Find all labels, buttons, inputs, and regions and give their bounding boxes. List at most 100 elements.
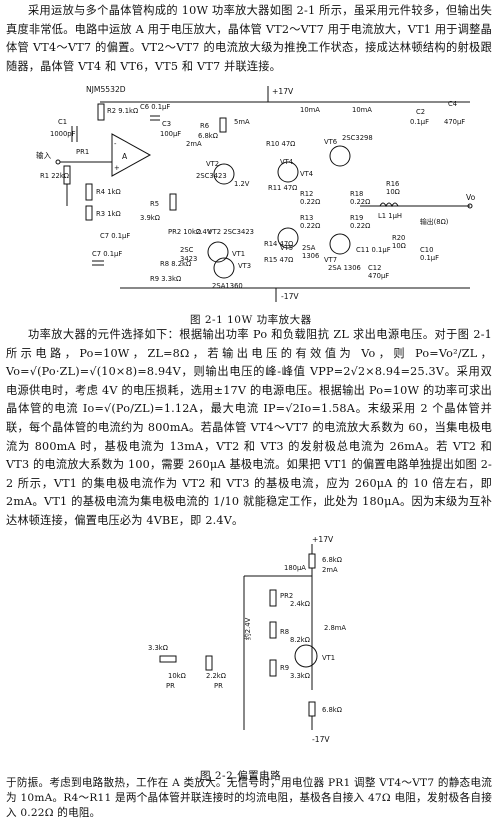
svg-text:VT2: VT2 (206, 160, 219, 168)
input-label: 输入 (36, 150, 52, 160)
svg-text:10mA: 10mA (352, 106, 372, 114)
svg-text:3.3kΩ: 3.3kΩ (148, 644, 168, 652)
svg-text:VT7: VT7 (324, 256, 337, 264)
svg-text:1306: 1306 (302, 252, 319, 260)
svg-text:2SC: 2SC (180, 246, 194, 254)
svg-text:8.2kΩ: 8.2kΩ (290, 636, 310, 644)
svg-text:2.2kΩ: 2.2kΩ (206, 672, 226, 680)
svg-text:100μF: 100μF (160, 130, 181, 138)
svg-text:+: + (114, 164, 120, 172)
svg-text:R19: R19 (350, 214, 363, 222)
svg-text:2.4V: 2.4V (196, 228, 212, 236)
svg-text:VT4: VT4 (300, 170, 313, 178)
svg-text:2.4kΩ: 2.4kΩ (290, 600, 310, 608)
vo-label: Vo (466, 193, 476, 202)
svg-text:C7 0.1μF: C7 0.1μF (92, 250, 122, 258)
svg-text:3.3kΩ: 3.3kΩ (290, 672, 310, 680)
svg-text:VT4: VT4 (280, 158, 293, 166)
svg-text:C1: C1 (58, 118, 67, 126)
svg-text:PR1: PR1 (76, 148, 89, 156)
svg-text:10Ω: 10Ω (386, 188, 400, 196)
chip-label: NJM5532D (86, 85, 126, 94)
svg-text:0.1μF: 0.1μF (420, 254, 439, 262)
svg-text:R3 1kΩ: R3 1kΩ (96, 210, 121, 218)
svg-text:PR2 10kΩ: PR2 10kΩ (168, 228, 201, 236)
svg-text:C6 0.1μF: C6 0.1μF (140, 103, 170, 111)
svg-text:1000pF: 1000pF (50, 130, 76, 138)
svg-text:C7 0.1μF: C7 0.1μF (100, 232, 130, 240)
svg-text:C2: C2 (416, 108, 425, 116)
svg-text:R4 1kΩ: R4 1kΩ (96, 188, 121, 196)
svg-text:0.1μF: 0.1μF (410, 118, 429, 126)
svg-text:L1 1μH: L1 1μH (378, 212, 402, 220)
svg-text:6.8kΩ: 6.8kΩ (322, 706, 342, 714)
svg-text:-: - (114, 140, 117, 148)
svg-text:R12: R12 (300, 190, 313, 198)
svg-text:R8: R8 (280, 628, 289, 636)
svg-text:180μA: 180μA (284, 564, 306, 572)
svg-text:10Ω: 10Ω (392, 242, 406, 250)
fig1-caption: 图 2-1 10W 功率放大器 (190, 314, 312, 326)
svg-text:5mA: 5mA (234, 118, 250, 126)
svg-text:2SA 1306: 2SA 1306 (328, 264, 361, 272)
power-amplifier-schematic: NJM5532D +17V -17V A - + 输入 R1 22kΩ PR1 … (36, 85, 476, 302)
svg-text:R9: R9 (280, 664, 289, 672)
svg-text:约2.4V: 约2.4V (243, 617, 252, 640)
svg-text:R15 47Ω: R15 47Ω (264, 256, 293, 264)
svg-text:2SC3423: 2SC3423 (196, 172, 227, 180)
svg-text:10kΩ: 10kΩ (168, 672, 186, 680)
svg-text:R8 8.2kΩ: R8 8.2kΩ (160, 260, 191, 268)
svg-text:R5: R5 (150, 200, 159, 208)
svg-text:VT1: VT1 (322, 654, 335, 662)
svg-text:470μF: 470μF (368, 272, 389, 280)
svg-text:R20: R20 (392, 234, 405, 242)
fig2-caption: 图 2-2 偏置电路 (200, 770, 282, 782)
svg-text:10mA: 10mA (300, 106, 320, 114)
svg-text:0.22Ω: 0.22Ω (300, 222, 320, 230)
svg-text:PR2: PR2 (280, 592, 293, 600)
vpos-label: +17V (272, 87, 294, 96)
svg-text:R1 22kΩ: R1 22kΩ (40, 172, 69, 180)
svg-text:R6: R6 (200, 122, 209, 130)
svg-text:2SA1360: 2SA1360 (212, 282, 243, 290)
svg-text:2.8mA: 2.8mA (324, 624, 346, 632)
svg-text:VT2 2SC3423: VT2 2SC3423 (208, 228, 254, 236)
opamp-label: A (122, 152, 128, 161)
svg-text:2SC3298: 2SC3298 (342, 134, 373, 142)
svg-text:R11 47Ω: R11 47Ω (268, 184, 297, 192)
svg-text:C4: C4 (448, 100, 457, 108)
svg-text:PR: PR (166, 682, 175, 690)
svg-text:VT1: VT1 (232, 250, 245, 258)
svg-text:R16: R16 (386, 180, 399, 188)
svg-text:6.8kΩ: 6.8kΩ (198, 132, 218, 140)
svg-text:0.22Ω: 0.22Ω (350, 198, 370, 206)
svg-text:VT3: VT3 (238, 262, 251, 270)
closing-paragraph: 于防振。考虑到电路散热，工作在 A 类放大。无信号时，用电位器 PR1 调整 V… (6, 777, 492, 819)
svg-text:R13: R13 (300, 214, 313, 222)
svg-text:VT6: VT6 (324, 138, 337, 146)
svg-text:VT5: VT5 (280, 244, 293, 252)
svg-text:3.9kΩ: 3.9kΩ (140, 214, 160, 222)
svg-text:1.2V: 1.2V (234, 180, 250, 188)
svg-text:C11 0.1μF: C11 0.1μF (356, 246, 391, 254)
fig2-vneg: -17V (312, 735, 330, 744)
opamp-symbol (111, 133, 152, 177)
svg-text:C3: C3 (162, 120, 171, 128)
fig2-vpos: +17V (312, 535, 334, 544)
svg-text:R10 47Ω: R10 47Ω (266, 140, 295, 148)
output-label: 输出(8Ω) (420, 217, 449, 226)
svg-text:R9 3.3kΩ: R9 3.3kΩ (150, 275, 181, 283)
svg-text:PR: PR (214, 682, 223, 690)
svg-text:2mA: 2mA (186, 140, 202, 148)
svg-text:0.22Ω: 0.22Ω (300, 198, 320, 206)
svg-text:3423: 3423 (180, 255, 197, 263)
svg-text:0.22Ω: 0.22Ω (350, 222, 370, 230)
svg-text:2mA: 2mA (322, 566, 338, 574)
intro-paragraph: 采用运放与多个晶体管构成的 10W 功率放大器如图 2-1 所示，虽采用元件较多… (6, 4, 492, 73)
vneg-label: -17V (281, 292, 299, 301)
svg-text:C12: C12 (368, 264, 381, 272)
svg-text:2SA: 2SA (302, 244, 316, 252)
svg-text:R14 47Ω: R14 47Ω (264, 240, 293, 248)
svg-text:R18: R18 (350, 190, 363, 198)
svg-text:6.8kΩ: 6.8kΩ (322, 556, 342, 564)
